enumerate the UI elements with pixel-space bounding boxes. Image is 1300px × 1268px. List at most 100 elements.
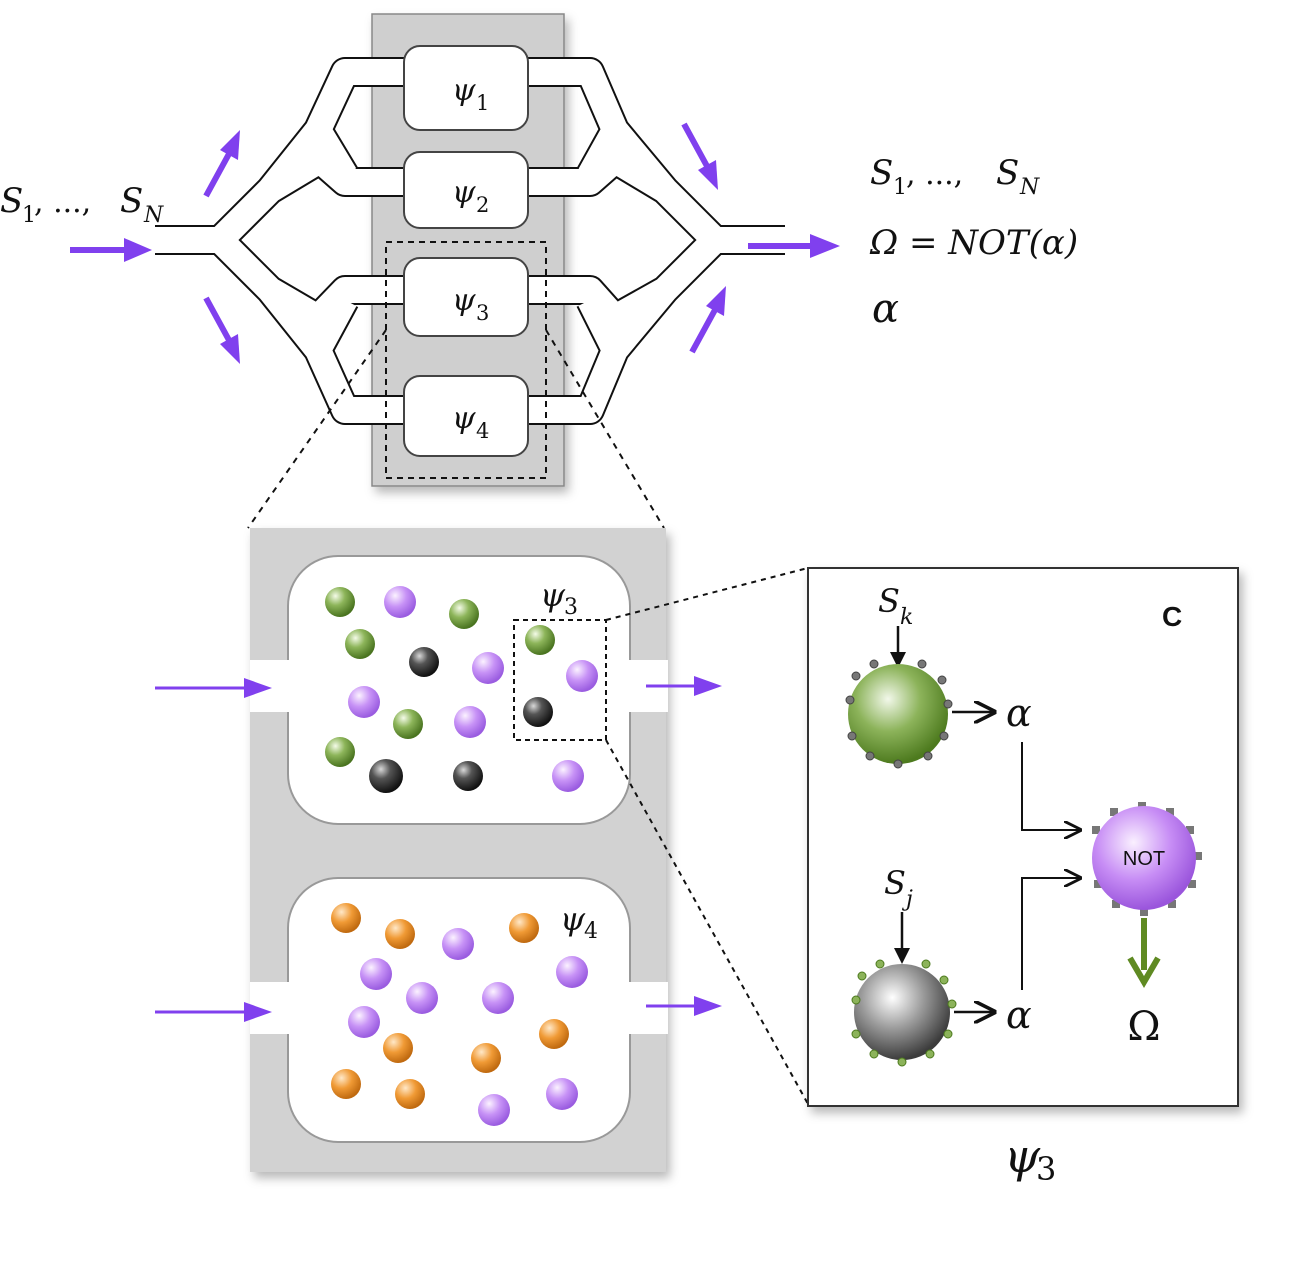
particle-orange — [539, 1019, 569, 1049]
particle-orange — [395, 1079, 425, 1109]
zoom-bottom-label: ψ — [560, 900, 586, 938]
chamber-1-subscript: 1 — [476, 91, 489, 115]
output-arrow — [748, 234, 840, 258]
input-arrow — [70, 238, 152, 262]
down-left-arrow — [203, 296, 240, 364]
input-sk-subscript: k — [900, 605, 913, 630]
logic-circuit-panel: C S k α S j — [807, 567, 1239, 1107]
alpha-top: α — [1006, 691, 1032, 735]
alpha-bottom-to-gate — [1021, 878, 1080, 990]
top-inlet-arrowhead — [244, 678, 272, 698]
chamber-2-label: ψ — [452, 175, 476, 210]
caption-subscript: 3 — [1036, 1150, 1056, 1188]
input-s1: S — [0, 181, 23, 221]
particle-green — [525, 625, 555, 655]
particle-black — [409, 647, 439, 677]
input-sub-n: N — [143, 203, 164, 228]
particle-violet — [478, 1094, 510, 1126]
zoom-top-subscript: 3 — [564, 595, 578, 620]
particle-green — [325, 737, 355, 767]
particle-violet — [348, 1006, 380, 1038]
chamber-2: ψ 2 — [403, 151, 529, 229]
output-sub-n: N — [1019, 175, 1040, 200]
green-sphere-receptors — [845, 659, 953, 769]
zoomed-chambers-panel: ψ 3 ψ 4 — [155, 528, 722, 1172]
input-sj-label: S — [884, 864, 906, 902]
not-sphere — [1092, 806, 1196, 910]
chamber-3-label: ψ — [452, 283, 476, 318]
particle-violet — [384, 586, 416, 618]
particles-top — [325, 586, 598, 793]
microfluidic-chip: ψ 1 ψ 2 ψ 3 ψ 4 — [155, 13, 785, 487]
particle-green — [393, 709, 423, 739]
up-left-arrow — [203, 130, 240, 198]
chamber-3: ψ 3 — [403, 257, 529, 337]
bottom-outlet-arrowhead — [694, 996, 722, 1016]
output-separator: , ..., — [906, 157, 973, 192]
particle-violet — [454, 706, 486, 738]
input-sub-1: 1 — [22, 203, 36, 228]
omega-output-arrowhead — [1127, 956, 1161, 988]
input-sk-label: S — [878, 582, 900, 620]
particle-violet — [552, 760, 584, 792]
output-omega-equation: Ω = NOT(α) — [869, 223, 1078, 263]
particle-black — [523, 697, 553, 727]
corner-label: C — [1162, 601, 1182, 632]
channel-network — [155, 57, 785, 425]
particle-violet — [442, 928, 474, 960]
particle-violet — [546, 1078, 578, 1110]
zoom-lines-right — [605, 567, 809, 1105]
gray-sphere-receptors — [851, 959, 957, 1067]
particle-orange — [509, 913, 539, 943]
particle-orange — [331, 1069, 361, 1099]
particle-selection-box — [513, 619, 607, 741]
output-alpha: α — [872, 286, 899, 332]
particle-green — [325, 587, 355, 617]
particle-violet — [482, 982, 514, 1014]
particle-green — [345, 629, 375, 659]
zoom-selection-box — [385, 241, 547, 479]
not-gate-label: NOT — [1123, 848, 1165, 870]
particle-green — [449, 599, 479, 629]
gray-sensor-sphere — [851, 959, 957, 1067]
down-right-arrow — [681, 122, 718, 190]
particle-orange — [383, 1033, 413, 1063]
alpha-top-to-gate — [1021, 742, 1080, 830]
zoom-flow-arrows — [155, 676, 722, 1022]
chamber-4-label: ψ — [452, 401, 476, 436]
particle-orange — [331, 903, 361, 933]
omega-output: Ω — [1127, 1004, 1160, 1050]
chamber-2-subscript: 2 — [476, 193, 489, 217]
particle-violet — [406, 982, 438, 1014]
particle-violet — [566, 660, 598, 692]
particle-violet — [348, 686, 380, 718]
up-right-arrow — [689, 286, 726, 354]
green-sensor-sphere — [845, 659, 953, 769]
zoom-top-label: ψ — [540, 576, 566, 614]
output-sn: S — [996, 153, 1019, 193]
zoom-lines-top — [247, 329, 665, 529]
alpha-bottom: α — [1006, 993, 1032, 1037]
particle-violet — [472, 652, 504, 684]
circuit-caption: ψ 3 — [1004, 1129, 1056, 1188]
not-gate-sphere: NOT — [1092, 802, 1202, 916]
output-sub-1: 1 — [893, 175, 907, 200]
chamber-4-subscript: 4 — [476, 419, 489, 443]
flow-arrows — [70, 122, 840, 364]
particle-orange — [471, 1043, 501, 1073]
particle-orange — [385, 919, 415, 949]
chamber-1-label: ψ — [452, 73, 476, 108]
particle-black — [369, 759, 403, 793]
caption-psi: ψ — [1004, 1129, 1041, 1183]
particle-violet — [556, 956, 588, 988]
zoom-bottom-outlet — [628, 982, 668, 1034]
top-outlet-arrowhead — [694, 676, 722, 696]
output-labels: S 1 , ..., S N Ω = NOT(α) α — [869, 153, 1078, 332]
input-separator: , ..., — [34, 185, 101, 220]
particle-violet — [360, 958, 392, 990]
particle-black — [453, 761, 483, 791]
zoom-bottom-subscript: 4 — [584, 919, 598, 944]
svg-text:S: S — [0, 181, 23, 221]
gray-sphere — [854, 964, 950, 1060]
